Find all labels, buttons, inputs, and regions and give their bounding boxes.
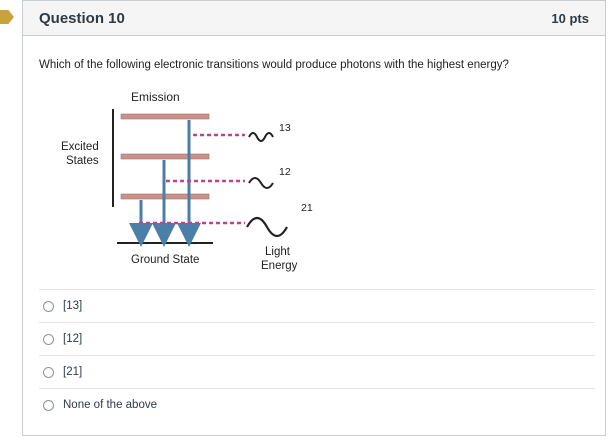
question-card: Question 10 10 pts Which of the followin…	[22, 0, 606, 436]
ground-state-label: Ground State	[131, 254, 199, 266]
transition-label-21: 21	[301, 202, 313, 214]
answer-list: [13] [12] [21] None of the above	[39, 289, 595, 421]
radio-button[interactable]	[43, 399, 54, 411]
question-title: Question 10	[39, 9, 125, 27]
transition-label-12: 12	[279, 166, 291, 178]
answer-option[interactable]: [12]	[39, 322, 595, 355]
energy-level-2	[120, 153, 210, 160]
emission-diagram: Emission Excited States 13 12 21 Ground …	[61, 90, 313, 272]
radio-button[interactable]	[43, 366, 54, 378]
excited-label-line1: Excited	[61, 141, 99, 153]
question-points: 10 pts	[551, 10, 589, 26]
photon-wave-21-icon	[246, 216, 288, 238]
diagram-title: Emission	[131, 90, 180, 104]
light-energy-label-line1: Light	[265, 246, 291, 258]
radio-button[interactable]	[43, 333, 54, 345]
energy-level-3	[120, 113, 210, 120]
question-header: Question 10 10 pts	[23, 1, 605, 36]
photon-wave-13-icon	[248, 132, 274, 142]
transition-label-13: 13	[279, 122, 291, 134]
answer-option[interactable]: None of the above	[39, 388, 595, 421]
answer-option[interactable]: [13]	[39, 289, 595, 322]
answer-label: [13]	[63, 300, 83, 312]
answer-option[interactable]: [21]	[39, 355, 595, 388]
photon-wave-12-icon	[248, 177, 274, 189]
question-marker-icon	[0, 10, 14, 24]
question-text: Which of the following electronic transi…	[39, 59, 509, 71]
excited-label-line2: States	[66, 155, 99, 167]
light-energy-label-line2: Energy	[261, 260, 298, 272]
answer-label: None of the above	[63, 399, 157, 411]
radio-button[interactable]	[43, 300, 54, 312]
answer-label: [21]	[63, 366, 83, 378]
answer-label: [12]	[63, 333, 83, 345]
